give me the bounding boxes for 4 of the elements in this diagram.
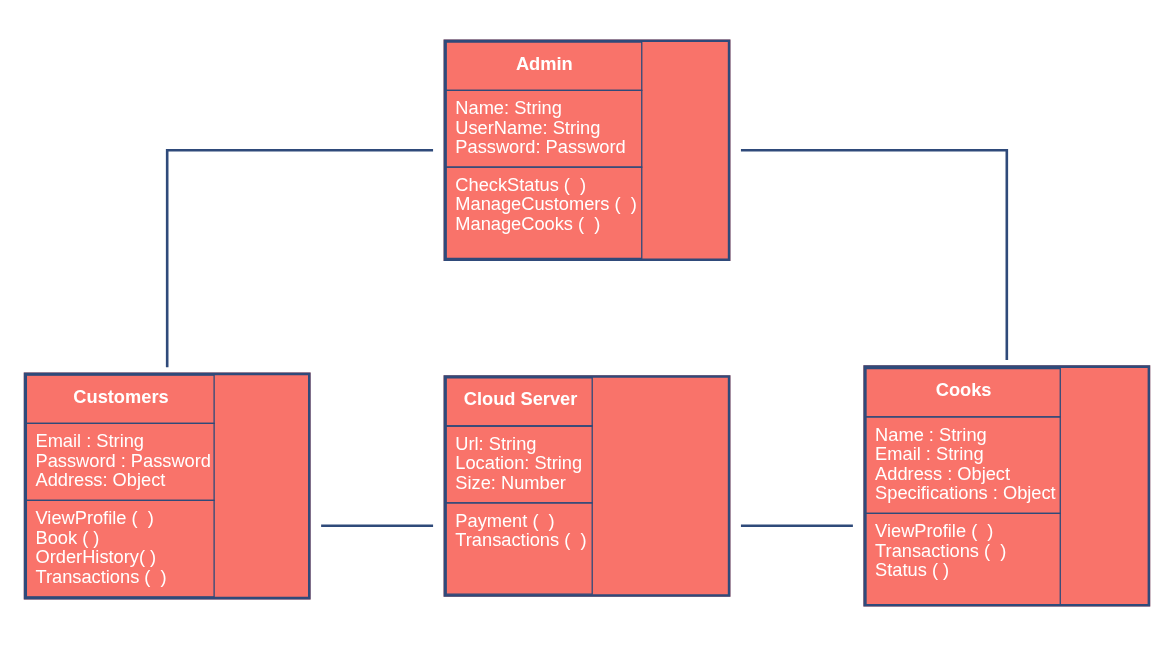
connector [740, 148, 1009, 360]
connector [165, 148, 434, 368]
connector [740, 524, 853, 528]
connector [321, 524, 434, 528]
